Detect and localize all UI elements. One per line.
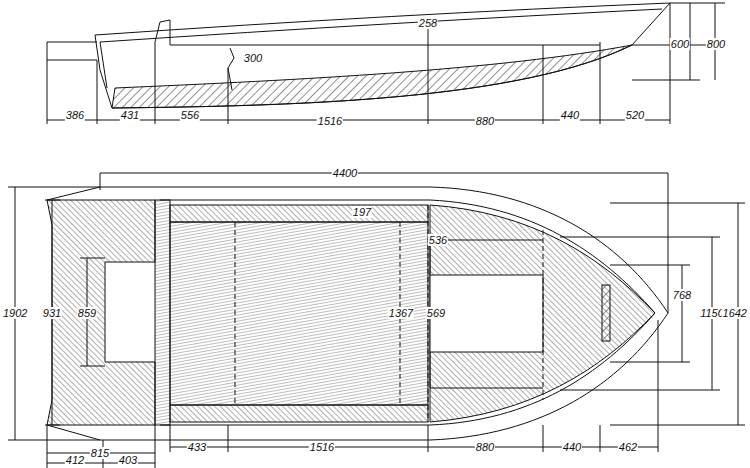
dimension-label: 258 (418, 17, 438, 29)
dimension-label: 4400 (332, 167, 358, 179)
dimension-label: 431 (120, 109, 140, 121)
dimension-label: 1902 (2, 307, 28, 319)
dimension-label: 520 (625, 109, 645, 121)
dimension-label: 600 (670, 38, 690, 50)
dimension-label: 197 (352, 206, 372, 218)
dimension-label: 462 (618, 441, 638, 453)
dimension-label: 403 (118, 454, 138, 466)
dimension-label: 880 (475, 441, 495, 453)
dimension-label: 1367 (388, 307, 414, 319)
dimension-label: 880 (475, 115, 495, 127)
dimension-label: 440 (560, 109, 580, 121)
dimension-label: 556 (180, 109, 200, 121)
dimension-label: 386 (65, 109, 85, 121)
dimension-label: 569 (426, 307, 446, 319)
dimension-label: 1516 (309, 441, 335, 453)
dimension-label: 440 (562, 441, 582, 453)
dimension-label: 433 (187, 441, 207, 453)
dimension-label: 536 (428, 234, 448, 246)
dimension-label: 1516 (317, 115, 343, 127)
dimension-label: 815 (90, 447, 110, 459)
dimension-label: 931 (42, 307, 62, 319)
dimension-label: 800 (706, 38, 726, 50)
dimension-label: 412 (65, 454, 85, 466)
dimension-label: 859 (77, 307, 97, 319)
dimension-label: 300 (243, 52, 263, 64)
dimension-label: 1642 (722, 307, 748, 319)
dimension-label: 768 (672, 289, 692, 301)
